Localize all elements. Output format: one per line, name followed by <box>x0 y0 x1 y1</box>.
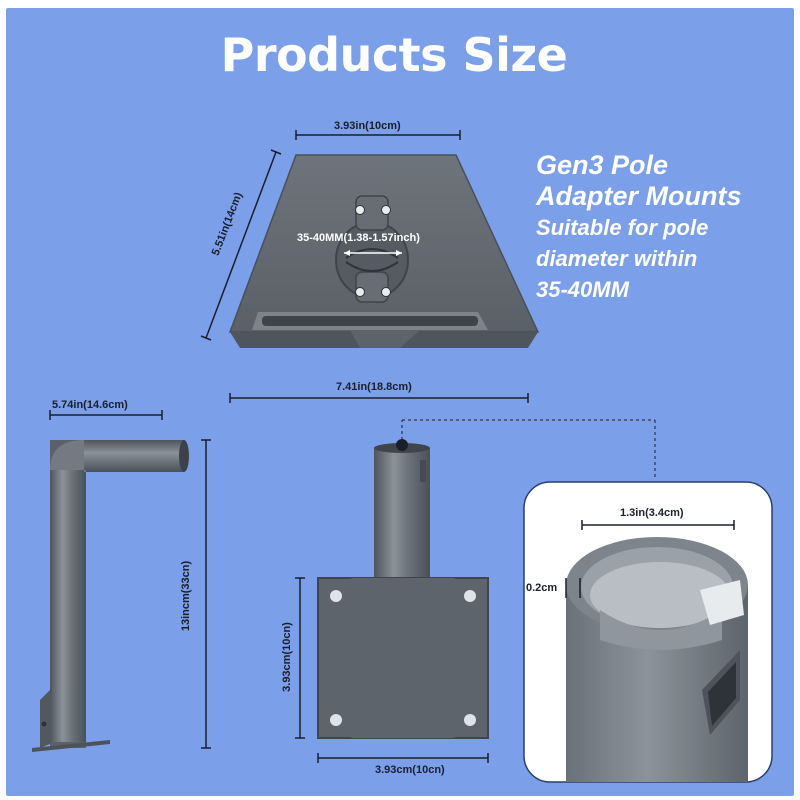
square-height-label: 3.93cm(10cn) <box>280 622 293 692</box>
arm-height-label: 13incm(33cn) <box>180 560 193 632</box>
description-line-3: Suitable for pole <box>536 215 709 240</box>
product-description: Gen3 Pole Adapter Mounts Suitable for po… <box>536 150 742 305</box>
plate-width-label: 3.93in(10cm) <box>334 120 401 132</box>
plate-height-line <box>200 149 282 341</box>
arm-width-label: 5.74in(14.6cm) <box>52 399 128 411</box>
callout-line <box>401 419 656 480</box>
zoom-detail <box>523 481 773 783</box>
arm-width-line <box>49 410 163 420</box>
wall-thickness-marks <box>565 578 581 598</box>
arm-height-line <box>201 439 211 749</box>
l-arm <box>32 440 189 752</box>
total-width-line <box>229 393 529 403</box>
pole-inner-line <box>581 520 735 530</box>
total-width-label: 7.41in(18.8cm) <box>336 381 412 393</box>
square-height-line <box>295 577 305 739</box>
adapter-plate <box>228 154 540 348</box>
square-width-label: 3.93cm(10cn) <box>375 764 445 776</box>
square-width-line <box>317 753 489 763</box>
description-line-5: 35-40MM <box>536 277 629 302</box>
description-line-2: Adapter Mounts <box>536 181 742 211</box>
plate-width-line <box>295 130 461 140</box>
description-line-1: Gen3 Pole <box>536 150 669 180</box>
pole-mount <box>317 439 489 739</box>
pole-inner-label: 1.3in(3.4cm) <box>620 507 684 519</box>
clamp-range-label: 35-40MM(1.38-1.57inch) <box>297 232 420 244</box>
wall-thickness-label: 0.2cm <box>526 582 558 594</box>
page-title: Products Size <box>220 28 568 82</box>
description-line-4: diameter within <box>536 246 698 271</box>
